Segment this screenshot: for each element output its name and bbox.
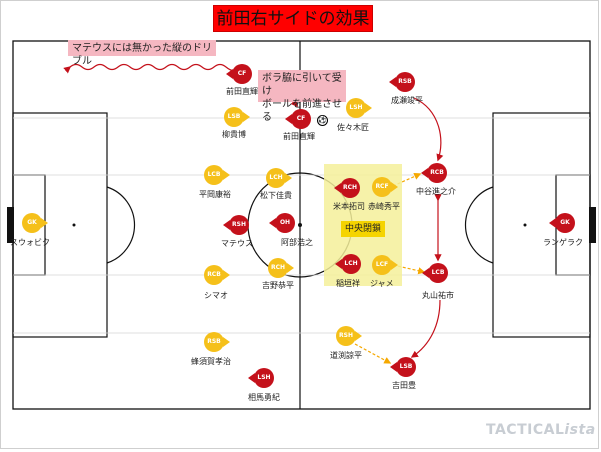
player-token-right-lcf: LCF xyxy=(372,255,398,275)
player-label: 丸山祐市 xyxy=(422,291,454,300)
player-token-left-lsb: LSB xyxy=(224,107,250,127)
player-label: 吉田豊 xyxy=(392,381,416,390)
player-token-right-rcb: RCB xyxy=(421,163,447,183)
player-label: シマオ xyxy=(204,291,228,300)
player-token-right-rcf: RCF xyxy=(372,177,398,197)
ball-icon: ⚽ xyxy=(317,115,328,126)
player-token-right-lsh: LSH xyxy=(346,98,372,118)
player-token-left-rsh: RSH xyxy=(223,215,249,235)
pull-note: ボラ脇に引いて受け ボールを前進させる xyxy=(258,70,346,123)
diagram-title: 前田右サイドの効果 xyxy=(213,5,373,32)
player-token-right-gk: GK xyxy=(549,213,575,233)
player-token-left-lsh: LSH xyxy=(248,368,274,388)
watermark: TACTICALista xyxy=(486,422,596,438)
player-token-right-lsb: LSB xyxy=(390,357,416,377)
player-label: ランゲラク xyxy=(543,238,583,247)
player-token-left-lcb: LCB xyxy=(204,165,230,185)
player-label: 赤崎秀平 xyxy=(368,202,400,211)
player-label: 柳貴博 xyxy=(222,130,246,139)
player-label: スウォビク xyxy=(10,238,50,247)
player-label: 中谷進之介 xyxy=(416,187,456,196)
player-label: 阿部浩之 xyxy=(281,238,313,247)
player-token-left-lch: LCH xyxy=(266,168,292,188)
player-token-left-cf: CF xyxy=(226,64,252,84)
player-token-left-oh: OH xyxy=(269,213,295,233)
player-token-right-rsh: RSH xyxy=(336,326,362,346)
dribble-note: マテウスには無かった縦のドリブル xyxy=(68,40,216,67)
player-label: ジャメ xyxy=(370,279,394,288)
player-token-left-rsb: RSB xyxy=(204,332,230,352)
player-token-right-rch: RCH xyxy=(334,178,360,198)
player-token-right-lch: LCH xyxy=(335,254,361,274)
player-label: 松下佳貴 xyxy=(260,191,292,200)
zone-label: 中央閉鎖 xyxy=(341,221,385,237)
player-label: マテウス xyxy=(221,239,253,248)
player-token-left-rch: RCH xyxy=(268,258,294,278)
player-label: 佐々木匠 xyxy=(337,123,369,132)
player-label: 吉野恭平 xyxy=(262,281,294,290)
player-token-right-rsb: RSB xyxy=(389,72,415,92)
player-token-right-lcb: LCB xyxy=(422,263,448,283)
player-label: 成瀬竣平 xyxy=(391,96,423,105)
player-token-right-cf: CF xyxy=(285,109,311,129)
player-label: 前田直輝 xyxy=(226,87,258,96)
pull-note-line2: ボールを前進させる xyxy=(262,99,342,123)
pull-note-line1: ボラ脇に引いて受け xyxy=(262,73,342,97)
player-label: 平岡康裕 xyxy=(199,190,231,199)
player-token-left-rcb: RCB xyxy=(204,265,230,285)
player-label: 米本拓司 xyxy=(333,202,365,211)
player-label: 相馬勇紀 xyxy=(248,393,280,402)
player-label: 蜂須賀孝治 xyxy=(191,357,231,366)
player-label: 前田直輝 xyxy=(283,132,315,141)
player-label: 道渕諒平 xyxy=(330,351,362,360)
player-token-left-gk: GK xyxy=(22,213,48,233)
player-label: 稲垣祥 xyxy=(336,279,360,288)
